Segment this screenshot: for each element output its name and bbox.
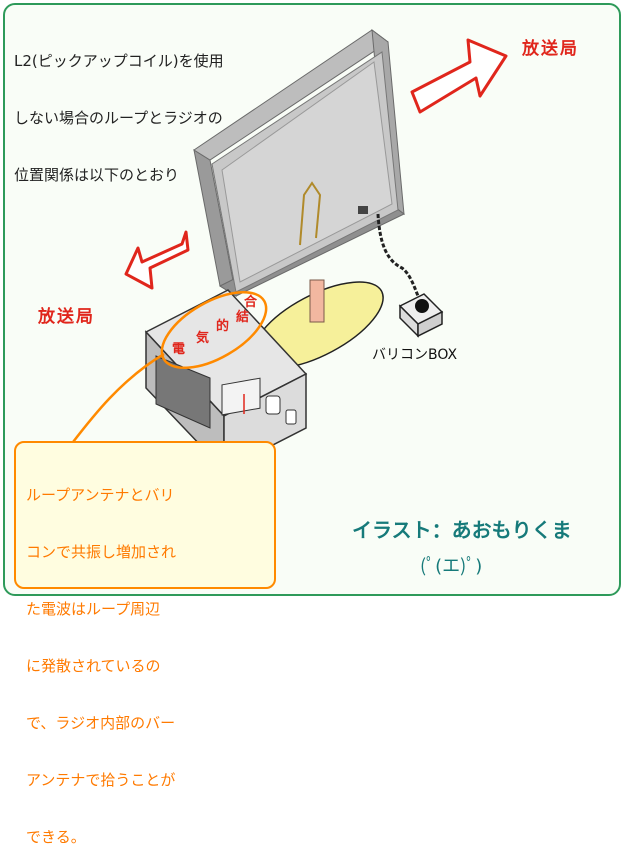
top-note-line: L2(ピックアップコイル)を使用 <box>14 52 224 70</box>
callout-line: コンで共振し増加され <box>26 543 177 561</box>
station-label-left: 放送局 <box>38 307 95 327</box>
varicon-cable <box>376 213 420 297</box>
illustration-credit: イラスト：あおもりくま <box>352 518 572 542</box>
explanation-text: ループアンテナとバリ コンで共振し増加され た電波はループ周辺 に発散されている… <box>26 448 266 866</box>
coupling-zone <box>160 290 268 370</box>
credit-emoticon: (ﾟ(エ)ﾟ) <box>420 556 483 577</box>
loop-antenna <box>193 28 405 298</box>
callout-line: に発散されているの <box>26 657 161 675</box>
loop-pole <box>309 279 325 323</box>
explanation-callout <box>14 441 276 589</box>
top-note-line: 位置関係は以下のとおり <box>14 166 180 184</box>
coupling-char: 合 <box>244 295 258 310</box>
coupling-char: 的 <box>216 319 230 334</box>
callout-line: アンテナで拾うことが <box>26 771 176 789</box>
coupling-char: 気 <box>196 331 210 346</box>
arrow-left-icon <box>124 230 190 290</box>
diagram-drawing <box>69 28 508 472</box>
station-label-right: 放送局 <box>522 39 579 59</box>
callout-line: で、ラジオ内部のバー <box>26 714 176 732</box>
callout-line: ループアンテナとバリ <box>26 486 175 504</box>
top-note-line: しない場合のループとラジオの <box>14 109 223 127</box>
top-note: L2(ピックアップコイル)を使用 しない場合のループとラジオの 位置関係は以下の… <box>14 14 224 204</box>
callout-line: できる。 <box>26 828 86 846</box>
coupling-char: 電 <box>172 342 186 357</box>
callout-pointer <box>69 352 165 447</box>
varicon-box-label: バリコンBOX <box>372 347 458 363</box>
coupling-char: 結 <box>236 310 250 325</box>
varicon-box <box>398 293 444 338</box>
arrow-right-icon <box>410 38 508 114</box>
